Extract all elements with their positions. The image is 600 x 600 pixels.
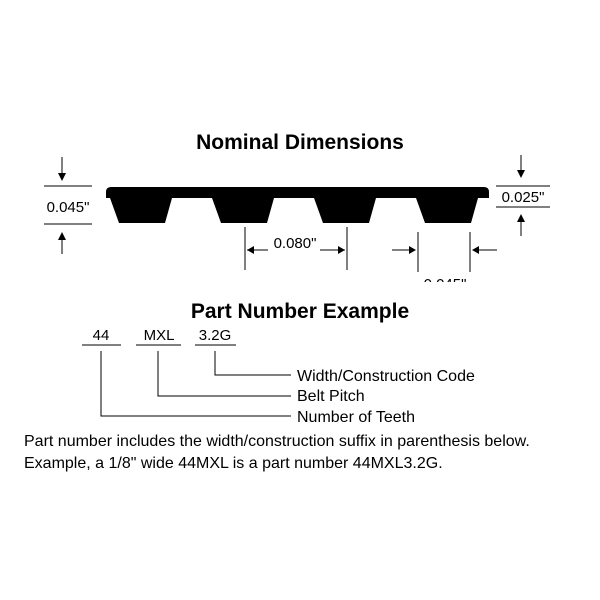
belt-thickness-dimension: 0.045" [44,157,92,254]
part-width-code: 3.2G [199,327,232,344]
part-number-example-title: Part Number Example [191,300,409,323]
tooth-width-dimension: 0.045" [392,232,497,293]
note-line-1: Part number includes the width/construct… [24,433,530,450]
pitch-label: 0.080" [274,235,317,252]
number-of-teeth-label: Number of Teeth [297,409,415,426]
nominal-dimensions-title: Nominal Dimensions [196,131,404,154]
leader-lines [100,351,291,417]
part-pitch-code: MXL [144,327,175,344]
belt-profile [106,187,489,223]
tooth-height-dimension: 0.025" [496,155,550,236]
belt-thickness-label: 0.045" [47,199,90,216]
tooth-width-label: 0.045" [424,276,467,293]
pitch-dimension: 0.080" [244,227,348,270]
part-number-segments: 44 MXL 3.2G [82,327,236,346]
width-construction-label: Width/Construction Code [297,368,475,385]
belt-pitch-label: Belt Pitch [297,388,365,405]
part-teeth-code: 44 [93,327,110,344]
note-line-2: Example, a 1/8" wide 44MXL is a part num… [24,455,443,472]
tooth-height-label: 0.025" [502,189,545,206]
